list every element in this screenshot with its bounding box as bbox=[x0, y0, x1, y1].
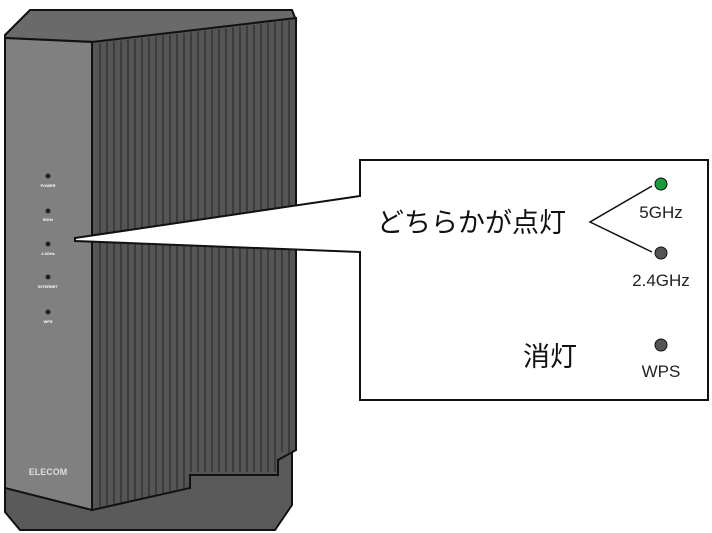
indicator-24ghz bbox=[654, 246, 668, 260]
indicator-label-wps: WPS bbox=[642, 362, 681, 381]
router-side bbox=[91, 16, 297, 512]
indicator-5ghz bbox=[654, 177, 668, 191]
led-24ghz bbox=[45, 241, 51, 247]
led-power bbox=[45, 173, 51, 179]
led-label: 2.4GHz bbox=[41, 251, 55, 256]
off-label: 消灯 bbox=[523, 342, 577, 373]
indicator-label-24ghz: 2.4GHz bbox=[632, 271, 690, 290]
bracket-lines bbox=[588, 185, 653, 253]
led-panel: POWER 5GHz 2.4GHz INTERNET WPS bbox=[38, 173, 59, 324]
led-label: POWER bbox=[40, 183, 55, 188]
led-internet bbox=[45, 274, 51, 280]
indicator-label-5ghz: 5GHz bbox=[639, 203, 682, 222]
router-front bbox=[4, 36, 93, 512]
led-wps bbox=[45, 309, 51, 315]
either-lit-label: どちらかが点灯 bbox=[377, 208, 566, 239]
brand-logo: ELECOM bbox=[29, 467, 68, 477]
callout-pointer bbox=[74, 195, 361, 253]
led-label: 5GHz bbox=[43, 217, 53, 222]
led-5ghz bbox=[45, 208, 51, 214]
callout-box bbox=[359, 159, 709, 401]
indicator-wps bbox=[654, 338, 668, 352]
led-label: WPS bbox=[43, 319, 52, 324]
led-label: INTERNET bbox=[38, 284, 59, 289]
